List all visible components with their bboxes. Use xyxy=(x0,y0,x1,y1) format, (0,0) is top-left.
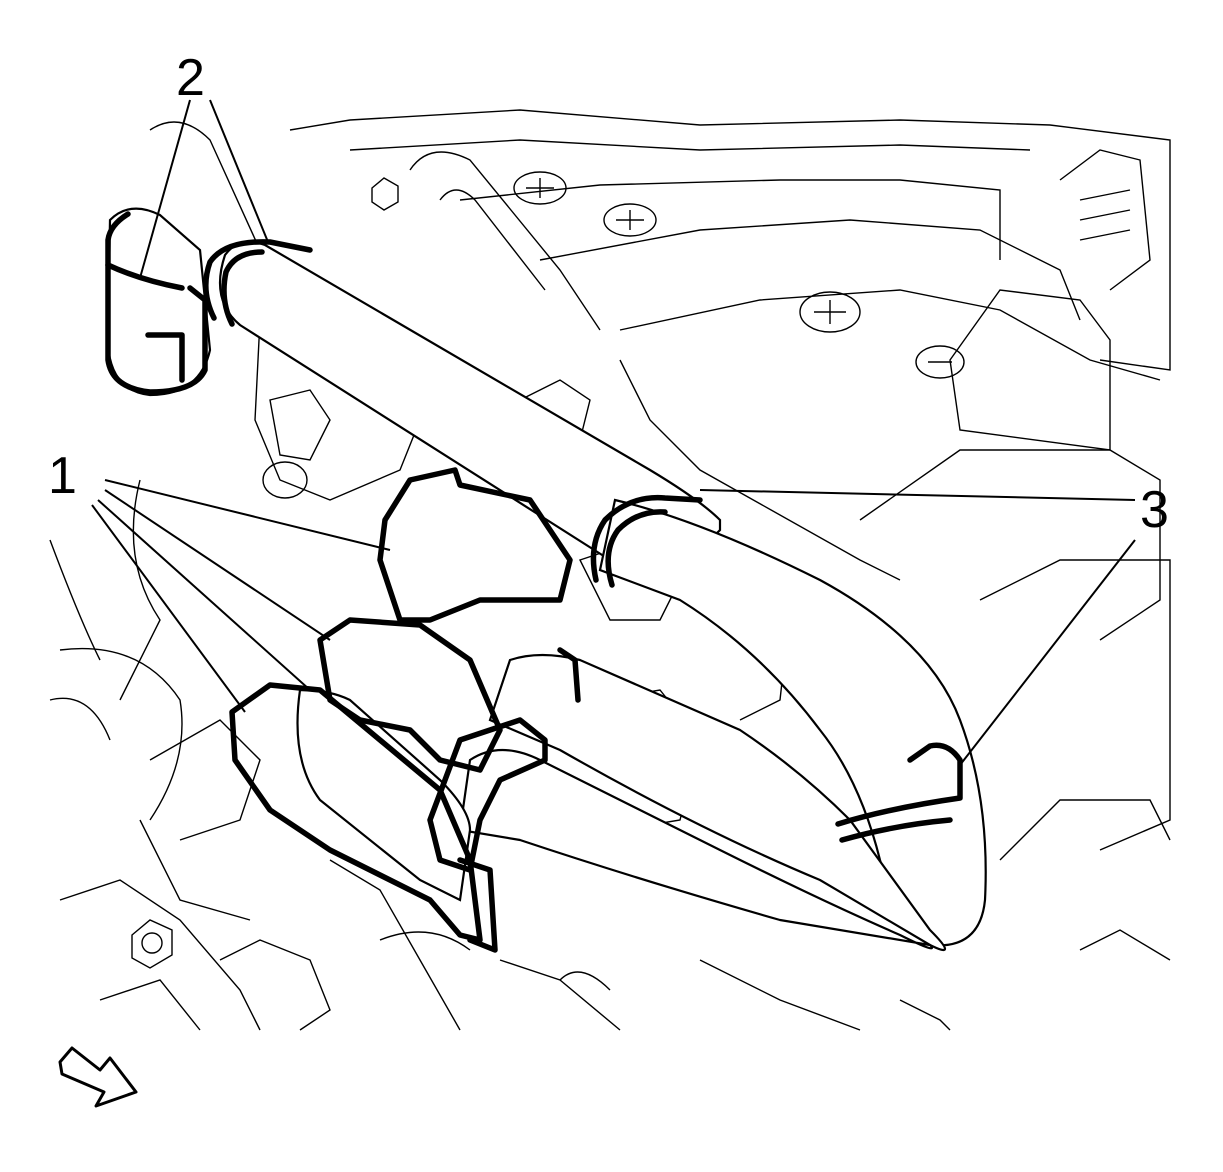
clamp-2-left xyxy=(105,211,208,395)
lower-hose-a xyxy=(488,653,947,952)
callout-2: 2 xyxy=(176,49,205,107)
leader-lines xyxy=(91,99,1136,766)
left-pipe xyxy=(106,207,212,397)
clamp-3-lower xyxy=(835,742,963,827)
coolant-hoses xyxy=(106,207,987,952)
screw-heads xyxy=(131,171,965,969)
highlighted-parts xyxy=(105,211,963,953)
leader-2b xyxy=(209,99,269,243)
left-hose xyxy=(296,688,472,902)
connector-1d xyxy=(427,717,548,873)
connector-1c xyxy=(229,682,483,943)
leader-1b xyxy=(104,489,331,641)
leader-3b xyxy=(959,539,1136,766)
leader-3a xyxy=(699,489,1136,501)
connector-1a xyxy=(377,467,573,623)
engine-background xyxy=(49,109,1171,1031)
leader-1a xyxy=(104,479,391,551)
clamp-2-right xyxy=(203,239,313,321)
callout-1: 1 xyxy=(48,447,77,505)
leader-1c xyxy=(97,499,311,691)
leader-1d xyxy=(91,504,246,713)
leader-2a xyxy=(139,99,191,279)
clamp-3-upper xyxy=(590,494,703,583)
callout-3: 3 xyxy=(1140,481,1169,539)
forward-arrow-icon xyxy=(58,1046,138,1108)
right-bend-hose xyxy=(598,498,987,947)
